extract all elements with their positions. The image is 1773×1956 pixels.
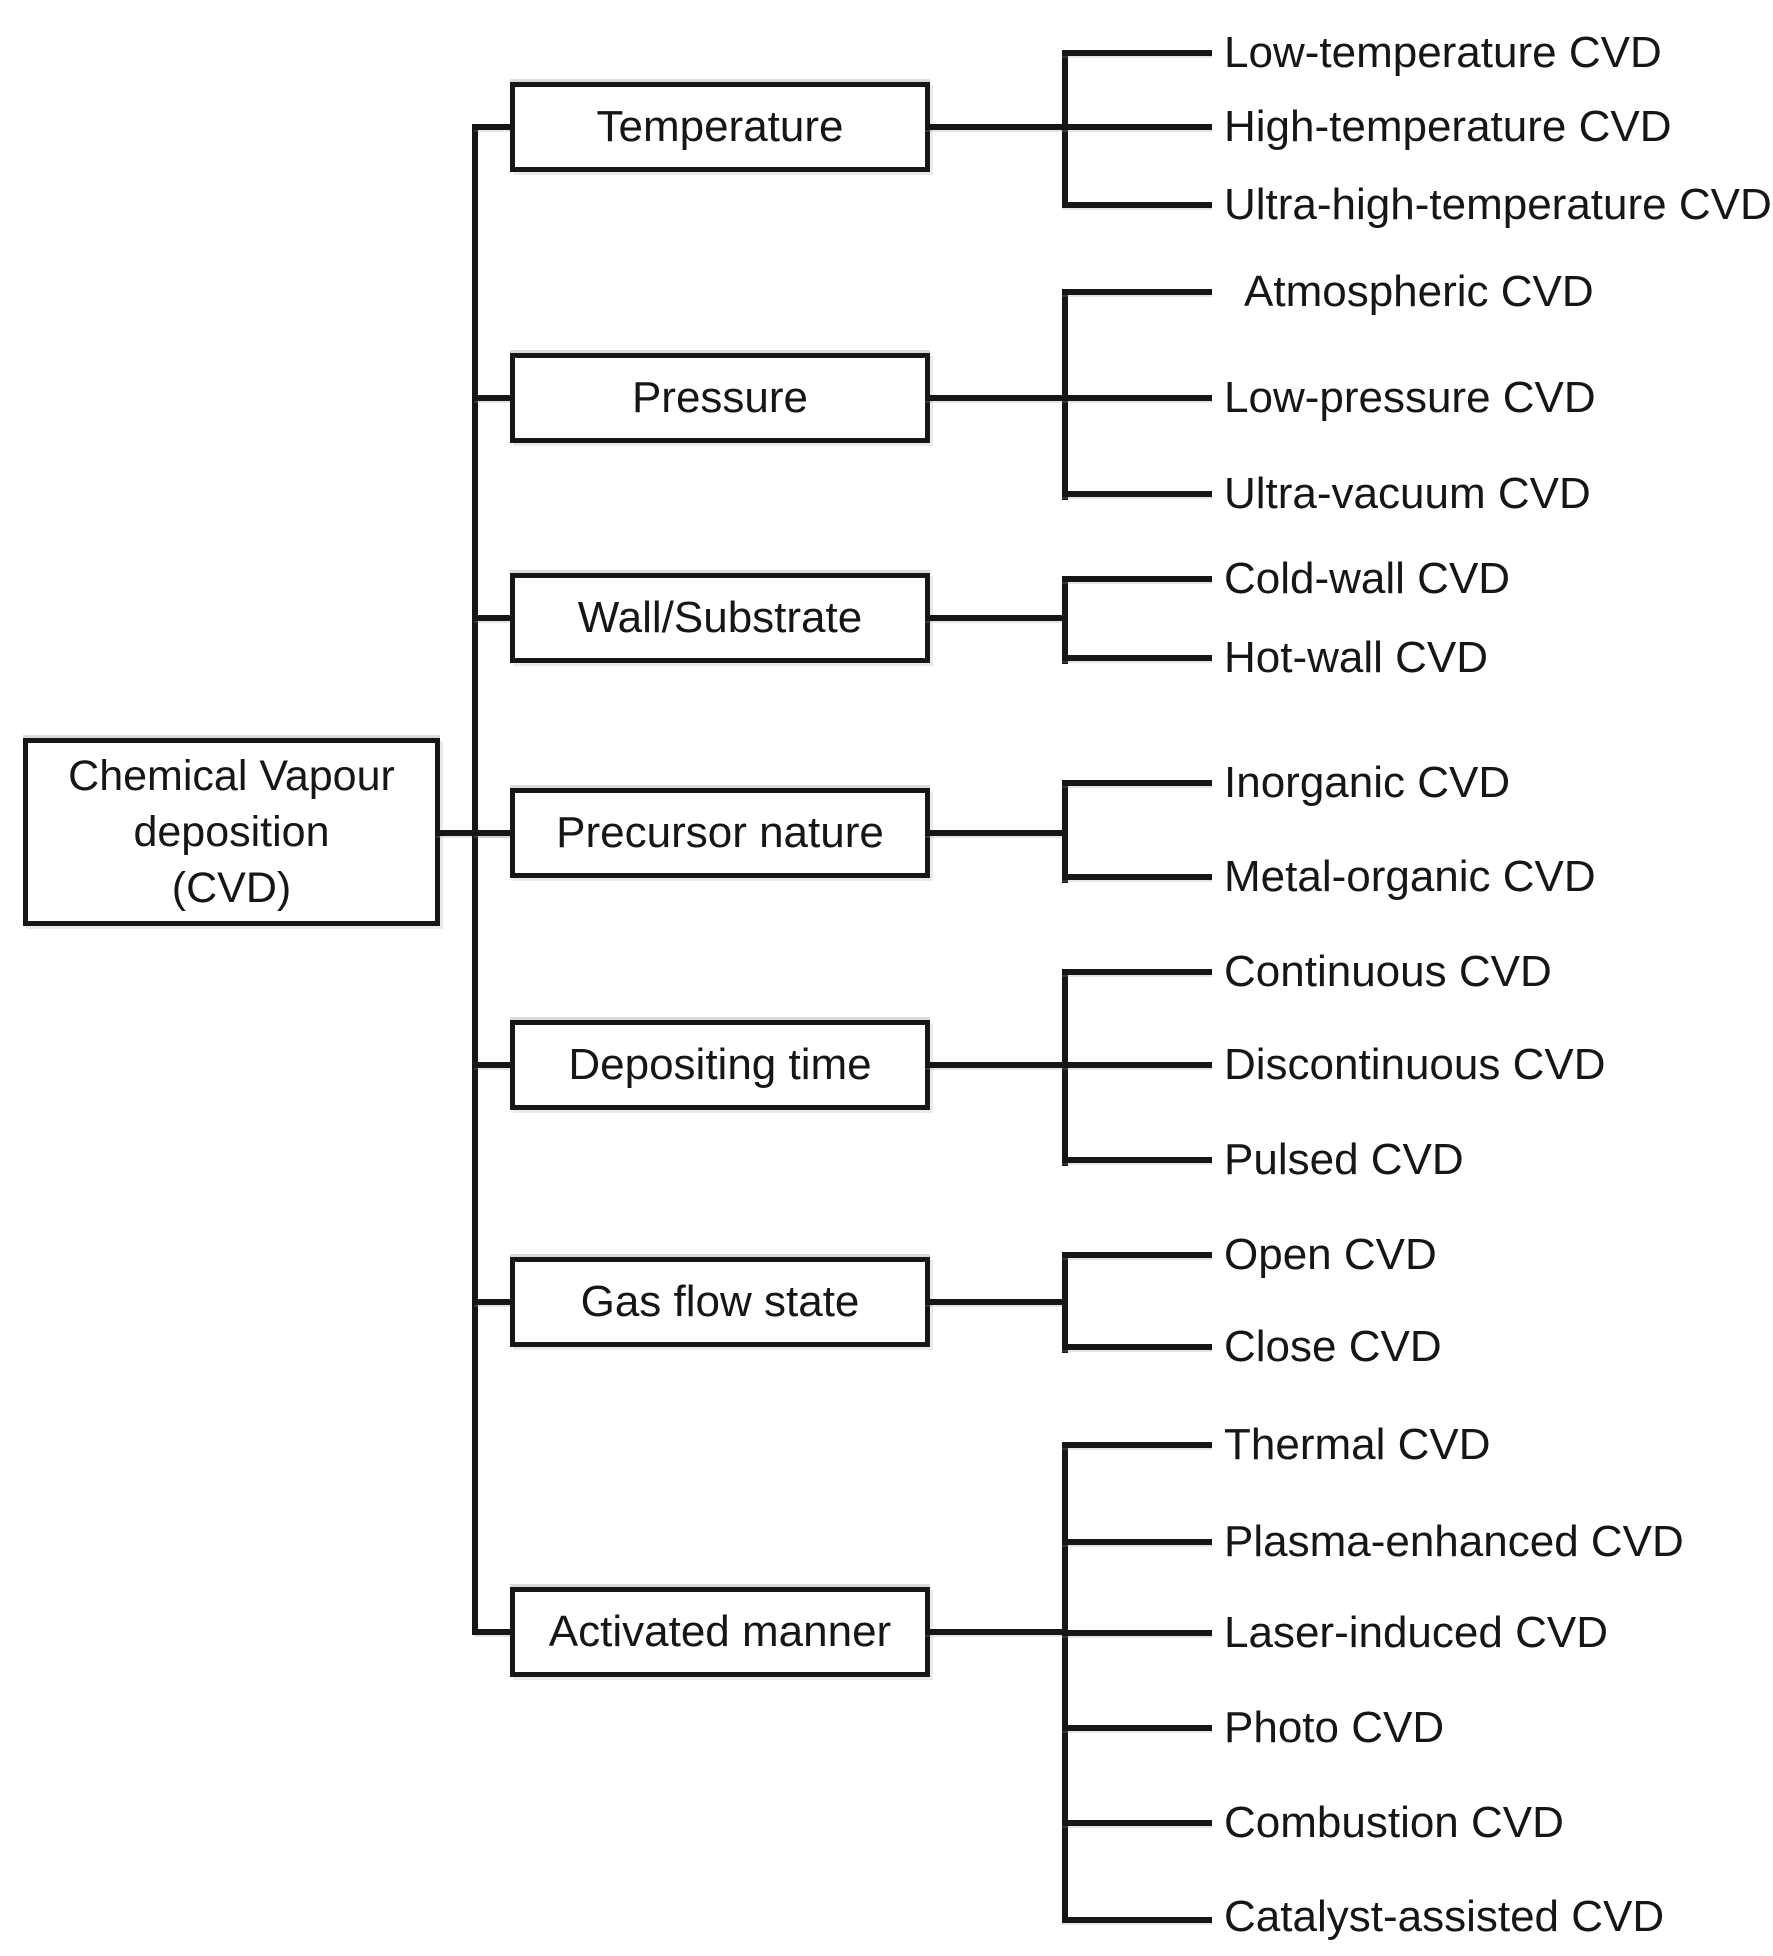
leaf-label-inorganic-cvd: Inorganic CVD — [1224, 758, 1511, 807]
leaf-label-continuous-cvd: Continuous CVD — [1224, 947, 1552, 996]
leaf-label-pulsed-cvd: Pulsed CVD — [1224, 1135, 1464, 1184]
leaf-stub-line — [1062, 491, 1212, 497]
category-label-pressure: Pressure — [631, 372, 809, 422]
category-label-gas-flow-state: Gas flow state — [580, 1276, 860, 1326]
category-label-wall-substrate: Wall/Substrate — [577, 592, 863, 642]
trunk-branch-line — [474, 830, 512, 836]
leaf-stub-line — [1062, 202, 1212, 208]
leaf-stub-line — [1062, 576, 1212, 582]
leaf-label-combustion-cvd: Combustion CVD — [1224, 1798, 1564, 1847]
category-box-wall-substrate: Wall/Substrate — [510, 573, 930, 663]
root-node-box: Chemical Vapour deposition (CVD) — [23, 738, 440, 926]
leaf-stub-line — [1062, 780, 1212, 786]
leaf-label-open-cvd: Open CVD — [1224, 1230, 1437, 1279]
trunk-branch-line — [474, 124, 512, 130]
leaf-stub-line — [1062, 124, 1212, 130]
leaf-label-close-cvd: Close CVD — [1224, 1322, 1442, 1371]
children-bundle-line — [1062, 289, 1068, 500]
leaf-label-metal-organic-cvd: Metal-organic CVD — [1224, 852, 1596, 901]
leaf-stub-line — [1062, 1820, 1212, 1826]
children-bundle-line — [1062, 576, 1068, 664]
leaf-label-high-temperature-cvd: High-temperature CVD — [1224, 102, 1672, 151]
leaf-label-ultra-high-temperature-cvd: Ultra-high-temperature CVD — [1224, 180, 1772, 229]
leaf-label-thermal-cvd: Thermal CVD — [1224, 1420, 1491, 1469]
leaf-label-atmospheric-cvd: Atmospheric CVD — [1244, 267, 1594, 316]
trunk-branch-line — [474, 1299, 512, 1305]
leaf-label-low-temperature-cvd: Low-temperature CVD — [1224, 28, 1662, 77]
leaf-label-photo-cvd: Photo CVD — [1224, 1703, 1445, 1752]
leaf-label-laser-induced-cvd: Laser-induced CVD — [1224, 1608, 1608, 1657]
children-bundle-line — [1062, 1442, 1068, 1923]
category-label-depositing-time: Depositing time — [568, 1039, 872, 1089]
leaf-stub-line — [1062, 1344, 1212, 1350]
children-bundle-line — [1062, 1252, 1068, 1353]
leaf-stub-line — [1062, 1252, 1212, 1258]
leaf-label-catalyst-assisted-cvd: Catalyst-assisted CVD — [1224, 1892, 1665, 1941]
leaf-stub-line — [1062, 1157, 1212, 1163]
category-label-precursor-nature: Precursor nature — [556, 807, 884, 857]
category-label-temperature: Temperature — [596, 101, 844, 151]
leaf-stub-line — [1062, 969, 1212, 975]
trunk-branch-line — [474, 1062, 512, 1068]
leaf-label-plasma-enhanced-cvd: Plasma-enhanced CVD — [1224, 1517, 1684, 1566]
category-box-depositing-time: Depositing time — [510, 1020, 930, 1110]
category-box-activated-manner: Activated manner — [510, 1587, 930, 1677]
leaf-stub-line — [1062, 1917, 1212, 1923]
leaf-label-cold-wall-cvd: Cold-wall CVD — [1224, 554, 1511, 603]
trunk-branch-line — [474, 395, 512, 401]
trunk-branch-line — [474, 615, 512, 621]
category-box-temperature: Temperature — [510, 82, 930, 172]
trunk-branch-line — [474, 1629, 512, 1635]
leaf-stub-line — [1062, 395, 1212, 401]
leaf-stub-line — [1062, 1062, 1212, 1068]
branch-connector-line — [925, 1629, 1068, 1635]
branch-connector-line — [925, 615, 1068, 621]
category-box-gas-flow-state: Gas flow state — [510, 1257, 930, 1347]
branch-connector-line — [925, 1062, 1068, 1068]
leaf-stub-line — [1062, 50, 1212, 56]
leaf-label-low-pressure-cvd: Low-pressure CVD — [1224, 373, 1596, 422]
category-box-pressure: Pressure — [510, 353, 930, 443]
category-box-precursor-nature: Precursor nature — [510, 788, 930, 878]
branch-connector-line — [925, 1299, 1068, 1305]
branch-connector-line — [925, 830, 1068, 836]
trunk-line — [472, 124, 478, 1635]
leaf-label-ultra-vacuum-cvd: Ultra-vacuum CVD — [1224, 469, 1591, 518]
leaf-stub-line — [1062, 1442, 1212, 1448]
leaf-stub-line — [1062, 1725, 1212, 1731]
branch-connector-line — [925, 124, 1068, 130]
leaf-stub-line — [1062, 1630, 1212, 1636]
leaf-stub-line — [1062, 874, 1212, 880]
branch-connector-line — [925, 395, 1068, 401]
root-node-label: Chemical Vapour deposition (CVD) — [68, 752, 395, 912]
category-label-activated-manner: Activated manner — [548, 1606, 892, 1656]
leaf-stub-line — [1062, 289, 1212, 295]
leaf-stub-line — [1062, 1539, 1212, 1545]
leaf-label-discontinuous-cvd: Discontinuous CVD — [1224, 1040, 1606, 1089]
leaf-stub-line — [1062, 655, 1212, 661]
children-bundle-line — [1062, 780, 1068, 883]
leaf-label-hot-wall-cvd: Hot-wall CVD — [1224, 633, 1489, 682]
